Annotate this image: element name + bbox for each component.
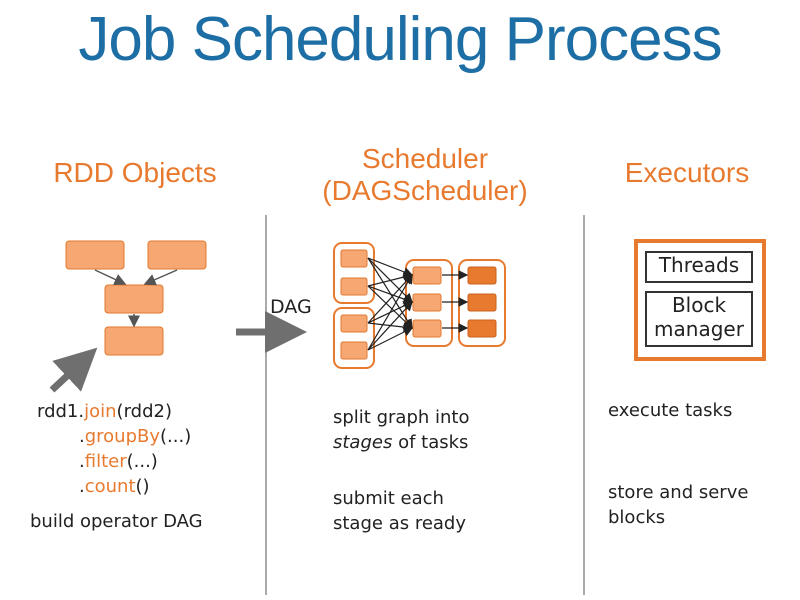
code-join: join — [84, 401, 117, 422]
scheduler-heading: Scheduler (DAGScheduler) — [300, 143, 550, 207]
stage-3-task-1 — [412, 266, 442, 285]
rdd-box-2 — [147, 240, 207, 270]
rdd-code: rdd1.join(rdd2) .groupBy(...) .filter(..… — [37, 399, 191, 499]
divider-right — [583, 215, 585, 595]
code-line-4: .count() — [79, 476, 150, 497]
stage-4-task-3 — [467, 319, 497, 338]
stage-4-task-1 — [467, 266, 497, 285]
rdd-edge-2 — [143, 269, 178, 286]
dag-label: DAG — [270, 296, 312, 318]
stage-4-task-2 — [467, 293, 497, 312]
divider-left — [265, 215, 267, 595]
code-groupby: groupBy — [84, 426, 161, 447]
stage-3-task-2 — [412, 293, 442, 312]
stage-1-task-1 — [340, 249, 368, 268]
rdd-box-4 — [104, 326, 164, 356]
rdd-edge-1 — [94, 269, 127, 285]
rdd-box-3 — [104, 284, 164, 314]
scheduler-desc-2: submit each stage as ready — [333, 488, 467, 534]
threads-box: Threads — [645, 251, 753, 283]
scheduler-heading-line1: Scheduler — [361, 143, 489, 174]
scheduler-stage-graph — [333, 242, 506, 369]
executors-desc-1: execute tasks — [608, 400, 733, 421]
stages-italic: stages — [333, 432, 393, 453]
executors-heading: Executors — [624, 157, 750, 188]
scheduler-heading-line2: (DAGScheduler) — [322, 175, 528, 206]
stage-3-task-3 — [412, 319, 442, 338]
page-title: Job Scheduling Process — [78, 5, 722, 74]
stage-2-task-1 — [340, 314, 368, 333]
code-line-3: .filter(...) — [79, 451, 158, 472]
stage-2-task-2 — [340, 341, 368, 360]
rdd-objects-heading: RDD Objects — [53, 157, 217, 188]
rdd-box-1 — [65, 240, 125, 270]
stage-1-task-2 — [340, 277, 368, 296]
rdd-caption: build operator DAG — [30, 511, 203, 532]
executors-desc-2: store and serve blocks — [608, 482, 749, 528]
code-line-1: rdd1.join(rdd2) — [37, 401, 172, 422]
code-filter: filter — [84, 451, 127, 472]
code-line-2: .groupBy(...) — [79, 426, 192, 447]
code-count: count — [84, 476, 136, 497]
code-arrow — [49, 347, 98, 393]
block-manager-box: Block manager — [645, 291, 753, 347]
scheduler-desc-1: split graph into stages of tasks — [333, 407, 470, 453]
